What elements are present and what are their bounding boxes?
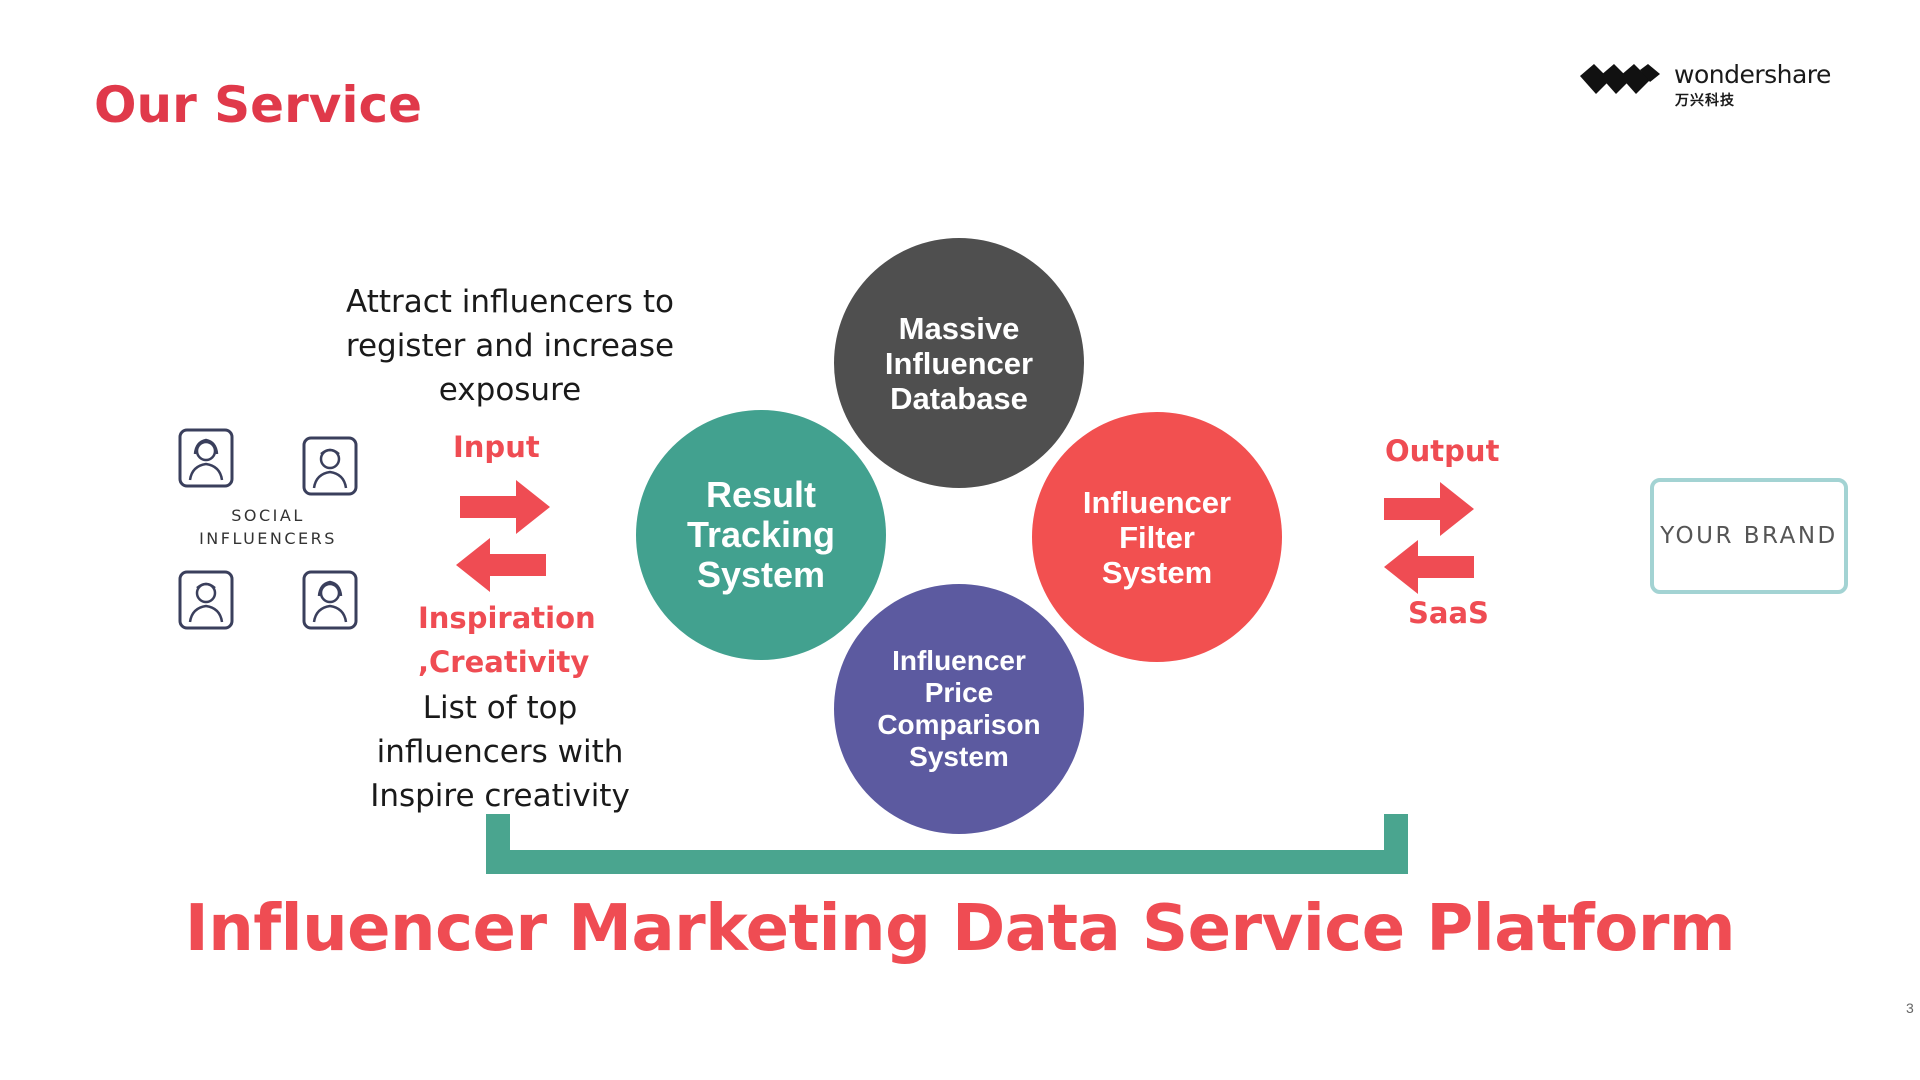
circle-influencer-filter: Influencer Filter System	[1032, 412, 1282, 662]
circle-result-tracking: Result Tracking System	[636, 410, 886, 660]
person-male-icon	[302, 436, 358, 496]
saas-label: SaaS	[1408, 596, 1489, 630]
wondershare-logo-icon	[1580, 64, 1660, 94]
attract-line-3: exposure	[438, 372, 582, 408]
social-line-2: INFLUENCERS	[199, 529, 337, 548]
platform-title: Influencer Marketing Data Service Platfo…	[184, 892, 1736, 966]
attract-text: Attract influencers to register and incr…	[330, 280, 690, 412]
circle-price-comparison: Influencer Price Comparison System	[834, 584, 1084, 834]
logo-chinese: 万兴科技	[1675, 93, 1735, 109]
arrow-right-icon	[460, 480, 550, 534]
person-female-icon	[178, 428, 234, 488]
arrow-left-icon	[456, 538, 546, 592]
list-line-1: List of top	[422, 690, 578, 726]
logo-wordmark: wondershare	[1674, 60, 1831, 89]
your-brand-box: YOUR BRAND	[1650, 478, 1848, 594]
person-female-icon	[302, 570, 358, 630]
person-male-icon	[178, 570, 234, 630]
circle-filter-label: Influencer Filter System	[1082, 484, 1232, 590]
attract-line-2: register and increase	[345, 328, 675, 364]
arrow-left-icon	[1384, 540, 1474, 594]
social-line-1: SOCIAL	[231, 506, 305, 525]
inspiration-line-2: ,Creativity	[418, 645, 590, 679]
input-label: Input	[453, 430, 540, 464]
arrow-right-icon	[1384, 482, 1474, 536]
page-number: 3	[1906, 1000, 1914, 1016]
platform-bracket	[486, 814, 1408, 874]
attract-line-1: Attract influencers to	[346, 284, 674, 320]
inspiration-line-1: Inspiration	[418, 601, 596, 635]
circle-database-label: Massive Influencer Database	[884, 310, 1034, 416]
list-line-2: influencers with	[376, 734, 624, 770]
list-line-3: Inspire creativity	[370, 778, 630, 814]
wondershare-logo: wondershare 万兴科技	[1580, 56, 1840, 112]
inspiration-label: Inspiration ,Creativity	[418, 596, 596, 684]
social-influencers-label: SOCIAL INFLUENCERS	[178, 504, 358, 550]
page-title: Our Service	[94, 76, 423, 134]
top-influencers-text: List of top influencers with Inspire cre…	[340, 686, 660, 818]
circle-influencer-database: Massive Influencer Database	[834, 238, 1084, 488]
circle-tracking-label: Result Tracking System	[686, 474, 836, 595]
output-label: Output	[1385, 434, 1500, 468]
circle-price-label: Influencer Price Comparison System	[877, 645, 1041, 772]
